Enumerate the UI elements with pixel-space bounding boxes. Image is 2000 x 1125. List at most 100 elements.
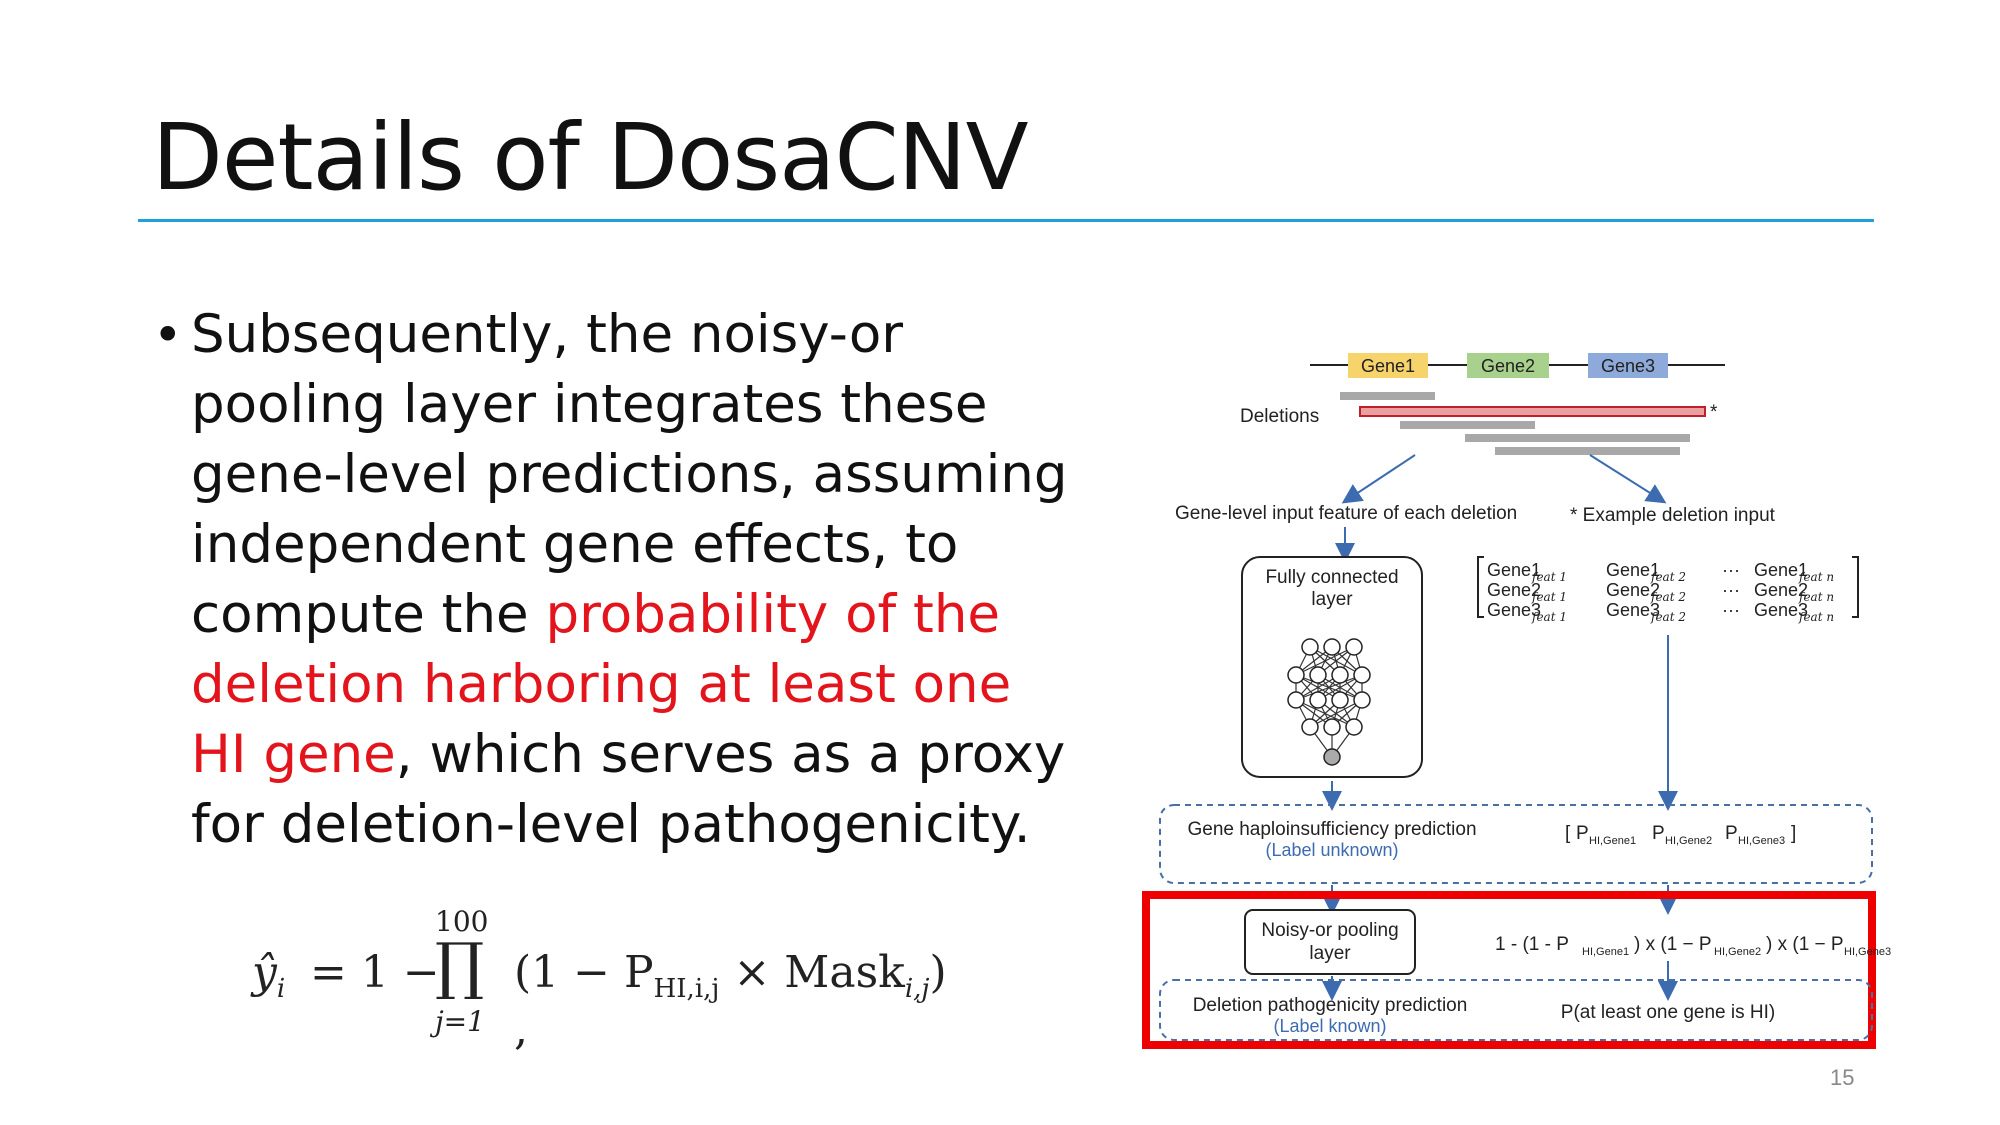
matrix-feature-sub: feat 1	[1531, 570, 1567, 584]
p-vector-close: ]	[1791, 823, 1796, 844]
bullet-text: Subsequently, the noisy-or pooling layer…	[191, 300, 1083, 860]
fc-label: Fully connected	[1265, 567, 1398, 588]
matrix-bracket-left	[1477, 556, 1484, 618]
nn-node	[1331, 666, 1349, 684]
matrix-gene: Gene3	[1606, 600, 1660, 620]
deletion-bar	[1400, 421, 1535, 429]
matrix-bracket-right	[1852, 556, 1859, 618]
deletions-label: Deletions	[1240, 406, 1319, 427]
matrix-ellipsis: ···	[1722, 580, 1740, 600]
deletion-pred-label: Deletion pathogenicity prediction	[1193, 995, 1468, 1016]
gene1-label: Gene1	[1361, 356, 1415, 376]
nn-node	[1323, 638, 1341, 656]
nn-node	[1301, 718, 1319, 736]
gene2-label: Gene2	[1481, 356, 1535, 376]
nn-node	[1301, 638, 1319, 656]
noisy-formula-sub: HI,Gene2	[1714, 946, 1761, 958]
deletion-bar	[1495, 447, 1680, 455]
page-number: 15	[1830, 1065, 1855, 1090]
matrix-feature-sub: feat n	[1798, 570, 1834, 584]
nn-node	[1345, 718, 1363, 736]
matrix-feature-sub: feat 2	[1650, 570, 1686, 584]
gene-hi-box	[1159, 804, 1873, 884]
product-symbol: ∏	[435, 929, 485, 1002]
matrix-gene: Gene1	[1606, 560, 1660, 580]
nn-node	[1353, 691, 1371, 709]
p-gene2: P	[1652, 823, 1665, 844]
neural-net-icon	[1287, 638, 1371, 766]
p-gene3-sub: HI,Gene3	[1738, 835, 1785, 847]
bullet-text-highlight: probability of the deletion harboring at…	[191, 584, 1012, 785]
arrow-right	[1589, 454, 1667, 504]
dosacnv-diagram: Gene1 Gene2 Gene3 Deletions * Gene-level…	[1130, 335, 1891, 1060]
nn-node	[1345, 638, 1363, 656]
noisy-formula-part: 1 - (1 - P	[1495, 934, 1569, 955]
bullet-text-post: , which serves as a proxy for deletion-l…	[191, 724, 1066, 855]
matrix-feature-sub: feat 1	[1531, 590, 1567, 604]
p-gene3: P	[1725, 823, 1738, 844]
nn-node	[1287, 691, 1305, 709]
p-vector: [ P HI,Gene1 P HI,Gene2 P HI,Gene3 ]	[1565, 823, 1796, 847]
nn-edge	[1295, 674, 1363, 701]
left-caption: Gene-level input feature of each deletio…	[1175, 503, 1517, 524]
formula-equals: = 1 −	[310, 947, 440, 998]
matrix-feature-sub: feat 2	[1650, 590, 1686, 604]
p-gene1: P	[1576, 823, 1589, 844]
nn-node	[1309, 691, 1327, 709]
nn-node	[1287, 666, 1305, 684]
matrix-gene: Gene2	[1754, 580, 1808, 600]
diagram-svg: Gene1 Gene2 Gene3 Deletions * Gene-level…	[1142, 353, 1891, 1049]
matrix-gene: Gene2	[1606, 580, 1660, 600]
noisy-or-formula-diagram: 1 - (1 - P HI,Gene1 ) x (1 − P HI,Gene2 …	[1495, 934, 1891, 958]
gene1-box	[1348, 353, 1428, 378]
fc-label-2: layer	[1311, 589, 1353, 610]
matrix-gene: Gene1	[1754, 560, 1808, 580]
matrix-gene: Gene2	[1487, 580, 1541, 600]
gene-hi-sublabel: (Label unknown)	[1265, 840, 1398, 860]
bullet-text-pre: Subsequently, the noisy-or pooling layer…	[191, 304, 1068, 645]
title-underline	[138, 219, 1874, 222]
p-gene2-sub: HI,Gene2	[1665, 835, 1712, 847]
matrix-feature-sub: feat 2	[1650, 610, 1686, 624]
deletion-asterisk: *	[1710, 402, 1718, 423]
formula-body: (1 − PHI,i,j × Maski,j) ,	[514, 947, 947, 1055]
noisy-or-label-2: layer	[1309, 943, 1351, 964]
matrix-gene: Gene3	[1754, 600, 1808, 620]
gene3-label: Gene3	[1601, 356, 1655, 376]
noisy-or-box	[1244, 909, 1416, 975]
nn-edge	[1295, 646, 1355, 676]
product-lower-bound: j=1	[435, 1005, 485, 1038]
highlight-box	[1142, 891, 1876, 1049]
gene2-box	[1467, 353, 1549, 378]
deletion-bar	[1340, 392, 1435, 400]
deletion-bar	[1465, 434, 1690, 442]
formula-lhs: ŷi	[252, 947, 286, 1004]
noisy-formula-sub: HI,Gene1	[1582, 946, 1629, 958]
deletion-pred-output: P(at least one gene is HI)	[1561, 1002, 1775, 1023]
deletion-pred-sublabel: (Label known)	[1273, 1016, 1386, 1036]
nn-node	[1309, 666, 1327, 684]
slide-title: Details of DosaCNV	[152, 104, 1029, 211]
arrow-left	[1341, 454, 1416, 504]
matrix-feature-sub: feat n	[1798, 590, 1834, 604]
gene-hi-label: Gene haploinsufficiency prediction	[1187, 819, 1476, 840]
nn-node	[1323, 718, 1341, 736]
bullet-point: • Subsequently, the noisy-or pooling lay…	[153, 300, 1083, 860]
matrix-gene: Gene1	[1487, 560, 1541, 580]
nn-node	[1331, 691, 1349, 709]
matrix-feature-sub: feat n	[1798, 610, 1834, 624]
noisy-or-formula: ŷi = 1 − 100 ∏ j=1 (1 − PHI,i,j × Maski,…	[252, 905, 972, 1055]
noisy-formula-part: ) x (1 − P	[1766, 934, 1844, 955]
matrix-gene: Gene3	[1487, 600, 1541, 620]
product-upper-bound: 100	[435, 905, 489, 938]
gene3-box	[1588, 353, 1668, 378]
p-vector-open: [	[1565, 823, 1571, 844]
matrix-feature-sub: feat 1	[1531, 610, 1567, 624]
deletion-bar-highlighted	[1359, 406, 1706, 417]
matrix-ellipsis: ···	[1722, 600, 1740, 620]
p-gene1-sub: HI,Gene1	[1589, 835, 1636, 847]
nn-node	[1323, 748, 1341, 766]
noisy-formula-sub: HI,Gene3	[1844, 946, 1891, 958]
bullet-marker: •	[153, 306, 183, 364]
